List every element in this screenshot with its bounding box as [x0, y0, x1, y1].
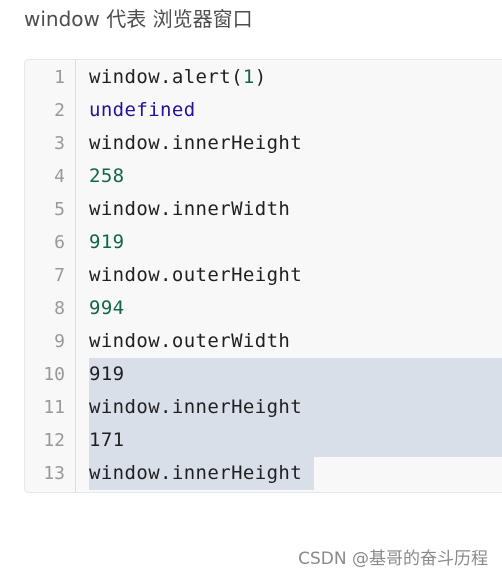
code-line: 6 919	[25, 226, 502, 259]
code-text[interactable]: 919	[89, 363, 125, 385]
code-text[interactable]: window.innerWidth	[89, 198, 291, 220]
selection-highlight	[89, 391, 502, 424]
code-text[interactable]: undefined	[89, 99, 196, 121]
line-number: 12	[43, 430, 65, 451]
code-line: 5 window.innerWidth	[25, 193, 502, 226]
line-number: 6	[54, 232, 65, 253]
code-line-selected: 11 window.innerHeight	[25, 391, 502, 424]
code-text[interactable]: 171	[89, 429, 125, 451]
code-line: 4 258	[25, 160, 502, 193]
selection-highlight	[89, 457, 314, 490]
line-number: 13	[43, 463, 65, 484]
code-text[interactable]: 994	[89, 297, 125, 319]
code-text[interactable]: 919	[89, 231, 125, 253]
line-number: 11	[43, 397, 65, 418]
csdn-watermark: CSDN @基哥的奋斗历程	[298, 549, 488, 569]
line-number: 9	[54, 331, 65, 352]
code-line-selected: 13 window.innerHeight	[25, 457, 502, 490]
selection-highlight	[89, 358, 502, 391]
article-heading: window 代表 浏览器窗口	[24, 7, 253, 31]
code-text[interactable]: window.innerHeight	[89, 396, 303, 418]
code-line-selected: 12 171	[25, 424, 502, 457]
line-number: 7	[54, 265, 65, 286]
code-line: 1 window.alert(1)	[25, 61, 502, 94]
code-block[interactable]: 1 window.alert(1) 2 undefined 3 window.i…	[24, 59, 502, 493]
code-text[interactable]: 258	[89, 165, 125, 187]
code-line: 9 window.outerWidth	[25, 325, 502, 358]
selection-highlight	[89, 424, 502, 457]
code-line: 2 undefined	[25, 94, 502, 127]
code-text[interactable]: window.outerHeight	[89, 264, 303, 286]
code-text[interactable]: window.innerHeight	[89, 132, 303, 154]
line-number: 4	[54, 166, 65, 187]
code-line: 8 994	[25, 292, 502, 325]
code-text[interactable]: window.alert(1)	[89, 66, 267, 88]
line-number: 10	[43, 364, 65, 385]
code-line: 7 window.outerHeight	[25, 259, 502, 292]
line-number: 5	[54, 199, 65, 220]
line-number: 2	[54, 100, 65, 121]
line-number: 3	[54, 133, 65, 154]
line-number: 1	[54, 67, 65, 88]
code-text[interactable]: window.outerWidth	[89, 330, 291, 352]
line-number-gutter	[25, 60, 76, 492]
code-text[interactable]: window.innerHeight	[89, 462, 303, 484]
line-number: 8	[54, 298, 65, 319]
code-line-selected: 10 919	[25, 358, 502, 391]
code-line: 3 window.innerHeight	[25, 127, 502, 160]
